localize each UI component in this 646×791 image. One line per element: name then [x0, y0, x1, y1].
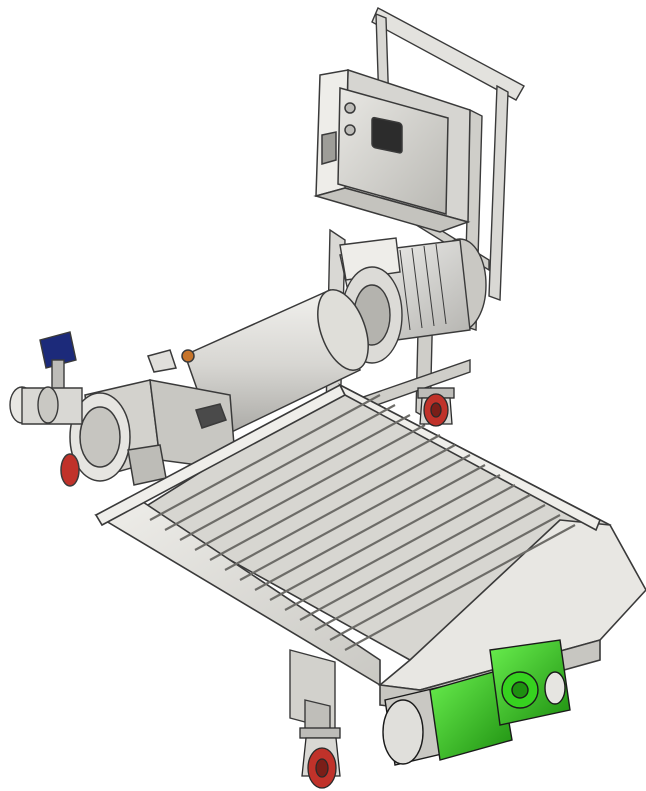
- pump-head: [60, 379, 237, 487]
- pump-wheel: [60, 453, 80, 487]
- control-box: [313, 68, 471, 233]
- castor-rear: [417, 387, 455, 427]
- drive-gearbox: [382, 639, 571, 766]
- tray-grate: [149, 394, 576, 651]
- hopper-tray: [94, 383, 646, 711]
- valve-handle-icon: [39, 331, 77, 369]
- inlet-valve: [9, 331, 83, 425]
- oil-cap-icon: [181, 349, 195, 363]
- castor-wheels: [299, 387, 455, 789]
- support-legs: [289, 649, 336, 736]
- castor-front: [299, 727, 341, 789]
